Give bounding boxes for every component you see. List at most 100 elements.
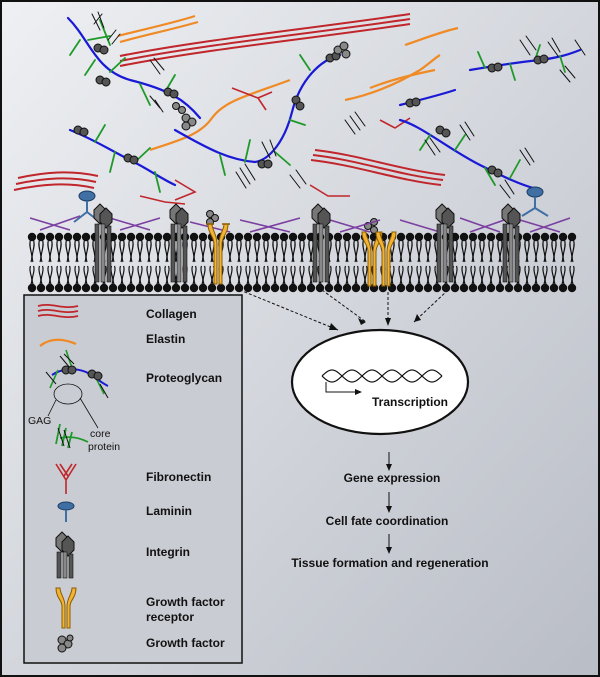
lipid-tail [119, 265, 125, 285]
lipid-tail [128, 265, 134, 285]
gag-linker-bead [129, 155, 139, 165]
lipid-tail [245, 265, 251, 285]
lipid-tail [299, 239, 305, 263]
lipid-head [306, 283, 316, 293]
elastin-fiber [149, 78, 291, 152]
collagen-fiber [119, 18, 411, 62]
arrowhead [414, 314, 421, 322]
lipid-tail [47, 265, 53, 285]
lipid-head [486, 232, 496, 242]
lipid-head [432, 283, 442, 293]
legend-fibronectin-swatch [55, 463, 77, 494]
proteoglycan-core-protein [173, 53, 342, 164]
lipid-head [216, 283, 226, 293]
lipid-tail [38, 239, 44, 263]
laminin [521, 186, 549, 217]
lipid-head [549, 283, 559, 293]
arrowhead [329, 323, 338, 330]
lipid-tail [56, 265, 62, 285]
lipid-head [135, 283, 145, 293]
lipid-head [162, 283, 172, 293]
lipid-head [558, 232, 568, 242]
gag-linker-bead [493, 168, 503, 178]
fibronectin-molecule [231, 87, 273, 111]
legend-label-elastin: Elastin [146, 332, 185, 346]
lipid-head [72, 232, 82, 242]
lipid-tail [425, 265, 431, 285]
gag-hatch [344, 111, 366, 135]
lipid-head [288, 232, 298, 242]
elastin-fiber [369, 68, 436, 90]
lipid-head [198, 283, 208, 293]
lipid-head [126, 232, 136, 242]
growth-factor [172, 102, 186, 114]
lipid-tail [128, 239, 134, 263]
lipid-tail [344, 239, 350, 263]
lipid-head [405, 232, 415, 242]
lipid-head [486, 283, 496, 293]
integrin [93, 203, 113, 283]
flow-step-cell-fate: Cell fate coordination [326, 514, 449, 528]
signal-arrow [413, 289, 449, 323]
legend-label-gf-receptor-line2: receptor [146, 610, 194, 624]
lipid-head [279, 283, 289, 293]
collagen-fiber [15, 177, 97, 185]
lipid-head [27, 232, 37, 242]
lipid-tail [470, 239, 476, 263]
collagen-fiber [310, 159, 442, 186]
lipid-head [468, 283, 478, 293]
lipid-head [99, 283, 109, 293]
lipid-head [477, 283, 487, 293]
lipid-head [162, 232, 172, 242]
lipid-head [117, 232, 127, 242]
lipid-head [243, 232, 253, 242]
collagen-fiber [314, 149, 446, 176]
lipid-head [54, 232, 64, 242]
lipid-tail [74, 265, 80, 285]
lipid-tail [299, 265, 305, 285]
lipid-head [153, 232, 163, 242]
lipid-tail [497, 265, 503, 285]
lipid-tail [254, 239, 260, 263]
lipid-head [396, 283, 406, 293]
growth-factors [172, 41, 378, 234]
lipid-head [153, 283, 163, 293]
legend-label-proteoglycan: Proteoglycan [146, 371, 222, 385]
gag-chain [477, 44, 566, 81]
lipid-head [549, 232, 559, 242]
lipid-tail [47, 239, 53, 263]
lipid-tail [542, 265, 548, 285]
legend-integrin-swatch [55, 531, 75, 579]
lipid-head [144, 283, 154, 293]
lipid-tail [488, 239, 494, 263]
lipid-head [36, 283, 46, 293]
flow-arrowhead [386, 547, 392, 554]
transcription-label: Transcription [372, 395, 448, 409]
lipid-head [252, 283, 262, 293]
growth-factor [333, 41, 351, 59]
growth-factor-receptor [375, 231, 397, 287]
lipid-tail [569, 239, 575, 263]
lipid-head [126, 283, 136, 293]
lipid-head [414, 283, 424, 293]
legend-core-label: core [90, 428, 111, 440]
lipid-head [333, 283, 343, 293]
signaling-arrows [234, 287, 449, 331]
lipid-head [297, 283, 307, 293]
lipid-head [495, 283, 505, 293]
gag-hatch [91, 11, 165, 113]
integrin [169, 203, 189, 283]
lipid-head [36, 232, 46, 242]
lipid-head [234, 232, 244, 242]
lipid-head [495, 232, 505, 242]
lipid-tail [263, 265, 269, 285]
lipid-head [72, 283, 82, 293]
gag-chain [94, 124, 161, 193]
growth-factor-receptor [206, 223, 230, 285]
lipid-tail [344, 265, 350, 285]
lipid-head [180, 283, 190, 293]
lipid-head [54, 283, 64, 293]
lipid-head [522, 232, 532, 242]
